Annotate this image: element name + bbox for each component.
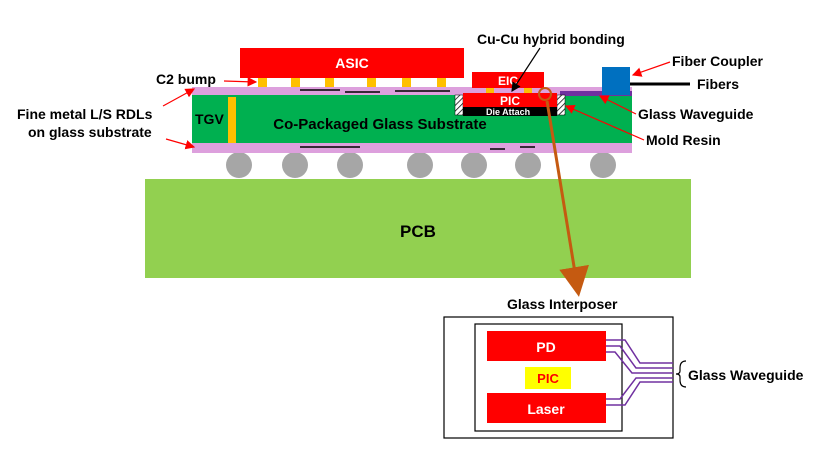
fiber-coupler	[602, 67, 630, 95]
asic-chip	[240, 48, 464, 78]
cu-cu-label: Cu-Cu hybrid bonding	[477, 31, 625, 47]
inset-waveguide-label: Glass Waveguide	[688, 367, 804, 383]
pic-chip	[463, 93, 557, 107]
pd-chip	[487, 331, 606, 361]
eic-bump	[524, 88, 532, 93]
asic-label: ASIC	[335, 55, 368, 71]
eic-bump	[486, 88, 494, 93]
solder-ball	[282, 152, 308, 178]
glass-waveguide-bar	[560, 91, 632, 96]
solder-ball	[337, 152, 363, 178]
pcb-board	[145, 179, 691, 278]
rdl-label-line1: Fine metal L/S RDLs	[17, 106, 153, 122]
mold-resin-arrow	[564, 104, 645, 141]
solder-ball	[461, 152, 487, 178]
inset-waveguides	[606, 339, 673, 406]
glass-waveguide-label: Glass Waveguide	[638, 106, 754, 122]
mold-resin-left	[454, 94, 464, 116]
bottom-rdl-traces	[300, 146, 535, 150]
laser-chip	[487, 393, 606, 423]
inset-pic-chip	[525, 367, 571, 389]
die-attach-label: Die Attach	[486, 107, 530, 117]
solder-ball	[226, 152, 252, 178]
c2-bump	[291, 78, 300, 87]
waveguide-brace	[675, 360, 687, 388]
mold-resin-label: Mold Resin	[646, 132, 721, 148]
interposer-title: Glass Interposer	[507, 296, 618, 312]
cu-cu-arrow	[511, 47, 541, 93]
fibers-label: Fibers	[697, 76, 739, 92]
pic-label: PIC	[500, 94, 520, 108]
c2-bumps	[258, 78, 446, 87]
c2-bump	[367, 78, 376, 87]
solder-ball	[407, 152, 433, 178]
rdl-label-line2: on glass substrate	[28, 124, 152, 140]
c2-bump	[258, 78, 267, 87]
top-rdl-traces	[300, 89, 450, 93]
eic-chip	[472, 72, 544, 88]
pd-label: PD	[536, 339, 555, 355]
tgv-label: TGV	[195, 111, 224, 127]
c2-bump-label: C2 bump	[156, 71, 216, 87]
bottom-rdl-layer	[192, 143, 632, 153]
inset-pic-label: PIC	[537, 371, 559, 386]
rdl-arrow-top	[162, 88, 196, 107]
substrate-label: Co-Packaged Glass Substrate	[273, 116, 486, 133]
c2-bump	[325, 78, 334, 87]
tgv-via	[228, 97, 236, 143]
fiber-coupler-arrow	[631, 61, 671, 77]
solder-ball	[590, 152, 616, 178]
c2-bump	[437, 78, 446, 87]
mold-resin-right	[556, 94, 566, 116]
rdl-arrow-bottom	[165, 138, 196, 150]
glass-waveguide-arrow	[598, 95, 637, 115]
c2-bump	[402, 78, 411, 87]
zoom-arrow	[545, 100, 589, 297]
laser-label: Laser	[527, 401, 565, 417]
c2-bump-arrow	[223, 76, 258, 87]
fiber-coupler-label: Fiber Coupler	[672, 53, 764, 69]
solder-ball	[515, 152, 541, 178]
zoom-circle	[538, 87, 552, 101]
solder-balls	[226, 152, 616, 178]
die-attach	[463, 107, 557, 116]
pcb-label: PCB	[400, 222, 436, 241]
